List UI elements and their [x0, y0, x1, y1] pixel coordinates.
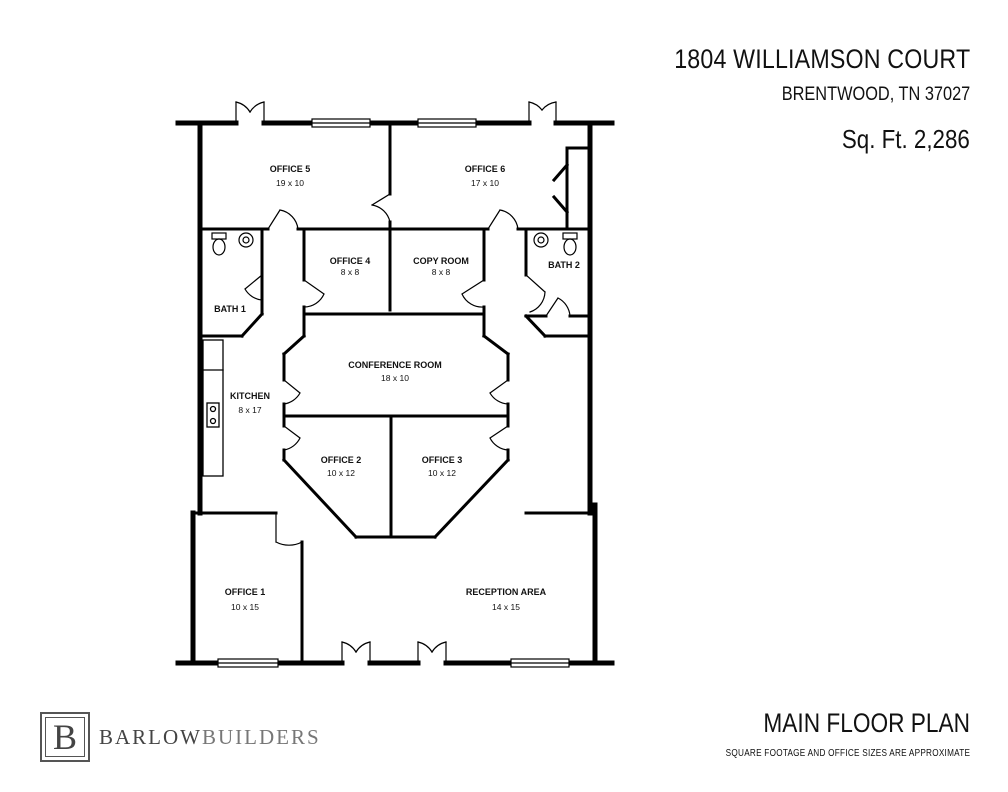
logo-word-builders: BUILDERS — [202, 724, 321, 749]
property-address: 1804 WILLIAMSON COURT — [673, 44, 970, 74]
room-copy-room-name: COPY ROOM — [413, 256, 469, 266]
logo-wordmark: BARLOWBUILDERS — [99, 725, 321, 750]
room-copy-room-size: 8 x 8 — [432, 267, 451, 277]
barlow-builders-logo: B BARLOWBUILDERS — [40, 712, 321, 762]
property-city-state-zip: BRENTWOOD, TN 37027 — [781, 84, 970, 105]
room-bath1-name: BATH 1 — [214, 304, 246, 314]
room-office6-name: OFFICE 6 — [465, 164, 506, 174]
room-reception-name: RECEPTION AREA — [466, 587, 547, 597]
room-office1-name: OFFICE 1 — [225, 587, 266, 597]
room-office6-size: 17 x 10 — [471, 178, 499, 188]
room-bath2-name: BATH 2 — [548, 260, 580, 270]
room-office5-size: 19 x 10 — [276, 178, 304, 188]
square-footage: Sq. Ft. 2,286 — [841, 124, 970, 154]
logo-mark: B — [40, 712, 90, 762]
plan-title: MAIN FLOOR PLAN — [763, 708, 970, 738]
room-kitchen-size: 8 x 17 — [238, 405, 261, 415]
room-office3-name: OFFICE 3 — [422, 455, 463, 465]
room-office3-size: 10 x 12 — [428, 468, 456, 478]
logo-word-barlow: BARLOW — [99, 724, 202, 749]
room-office4-size: 8 x 8 — [341, 267, 360, 277]
room-office2-name: OFFICE 2 — [321, 455, 362, 465]
walls — [175, 101, 615, 668]
room-kitchen-name: KITCHEN — [230, 391, 270, 401]
logo-letter: B — [52, 717, 77, 757]
plan-disclaimer: SQUARE FOOTAGE AND OFFICE SIZES ARE APPR… — [725, 748, 970, 759]
room-office5-name: OFFICE 5 — [270, 164, 311, 174]
room-office2-size: 10 x 12 — [327, 468, 355, 478]
room-reception-size: 14 x 15 — [492, 602, 520, 612]
room-conference-name: CONFERENCE ROOM — [348, 360, 442, 370]
room-office4-name: OFFICE 4 — [330, 256, 371, 266]
room-office1-size: 10 x 15 — [231, 602, 259, 612]
room-conference-size: 18 x 10 — [381, 373, 409, 383]
room-labels: OFFICE 5 19 x 10 OFFICE 6 17 x 10 OFFICE… — [214, 164, 580, 612]
